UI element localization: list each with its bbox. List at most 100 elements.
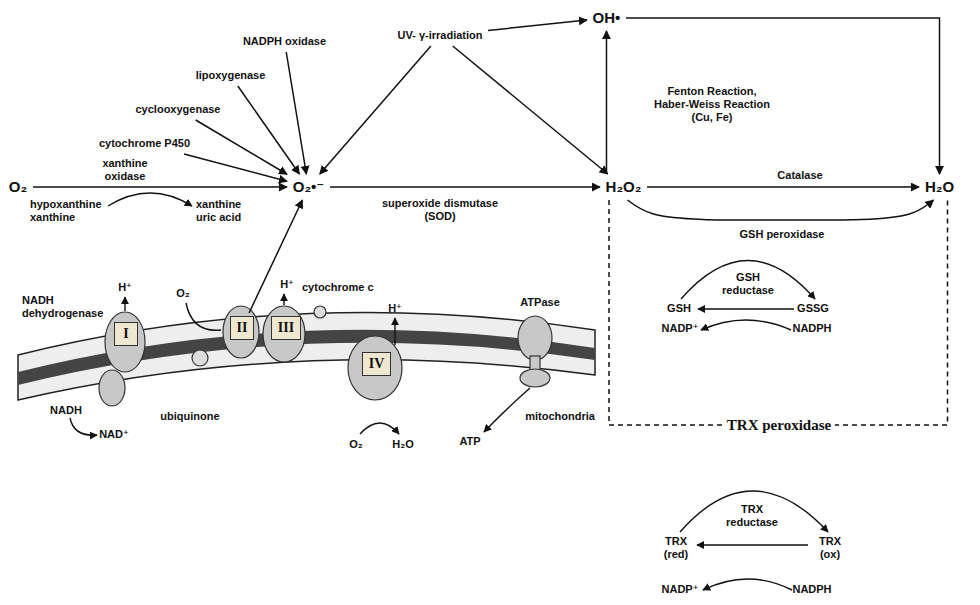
label-holder: TRX (red)	[664, 535, 688, 561]
ros-source: lipoxygenase	[193, 68, 268, 83]
node-text: UV- γ-irradiation	[398, 29, 483, 42]
cycle-arrow	[681, 261, 815, 300]
cycle-arrow	[697, 544, 808, 545]
node-text: cyclooxygenase	[136, 103, 221, 116]
text-label: GSH	[667, 302, 691, 315]
reaction-arrow	[606, 31, 608, 174]
label-holder: hypoxanthine xanthine	[30, 198, 102, 224]
cycle-arrow	[680, 491, 828, 532]
edge-label-holder: TRX peroxidase	[723, 417, 835, 434]
reaction-arrow	[33, 186, 287, 188]
node-text: H₂O₂	[606, 178, 642, 196]
reaction-arrow	[330, 186, 600, 188]
node-text: II	[237, 319, 248, 337]
text-label: NAD⁺	[99, 428, 129, 441]
label-holder: GSH	[667, 302, 691, 315]
text-label: hypoxanthine xanthine	[30, 198, 102, 224]
atpase-base	[520, 369, 550, 387]
complex-blob	[105, 312, 145, 372]
reaction-arrow	[238, 86, 300, 174]
node-text: NADPH oxidase	[243, 35, 326, 48]
edge-label: TRX peroxidase	[723, 417, 835, 434]
label-holder: NADH dehydrogenase	[22, 294, 103, 320]
ros-source: cyclooxygenase	[133, 102, 223, 117]
reaction-arrow	[488, 20, 587, 30]
node-text: lipoxygenase	[196, 69, 266, 82]
label-holder: H₂O	[392, 438, 413, 451]
text-label: NADPH	[792, 583, 831, 596]
reaction-arrow	[108, 193, 192, 206]
text-label: GSSG	[797, 302, 829, 315]
label-holder: GSH reductase	[722, 271, 774, 297]
edge-label-holder: GSH peroxidase	[740, 228, 825, 241]
complex-box: III	[271, 316, 301, 340]
text-label: NADH	[50, 404, 82, 417]
atpase-head	[518, 316, 552, 360]
ros-source: cytochrome P450	[96, 136, 193, 151]
label-holder: NAD⁺	[99, 428, 129, 441]
node-text: O₂	[9, 178, 27, 196]
cycle-arrow	[701, 320, 791, 330]
node-text: IV	[369, 355, 385, 373]
text-label: O₂	[349, 438, 362, 451]
ubiquinone-dot	[192, 350, 208, 366]
ros-source: NADPH oxidase	[240, 34, 329, 49]
label-holder: ubiquinone	[160, 410, 219, 423]
complex-blob	[223, 306, 259, 358]
node-text: cytochrome P450	[99, 137, 190, 150]
label-holder: NADPH	[792, 583, 831, 596]
label-holder: NADH	[50, 404, 82, 417]
text-label: cytochrome c	[302, 281, 374, 294]
node-text: H₂O	[925, 178, 954, 196]
node-text: III	[278, 319, 294, 337]
text-label: H⁺	[280, 278, 294, 291]
ros-source: UV- γ-irradiation	[395, 28, 485, 43]
oxygen-line	[186, 303, 221, 330]
complex-blob	[263, 306, 305, 362]
text-label: TRX reductase	[726, 503, 778, 529]
cycle-arrow	[703, 579, 792, 590]
text-label: GSH reductase	[722, 271, 774, 297]
complex-box: I	[114, 322, 138, 346]
text-label: ATPase	[520, 296, 560, 309]
edge-label-holder: Catalase	[777, 169, 822, 182]
proton-arrow	[124, 297, 125, 311]
edge-label-holder: Fenton Reaction, Haber-Weiss Reaction (C…	[651, 85, 773, 124]
proton-arrow	[283, 294, 284, 305]
reaction-arrow	[286, 52, 306, 174]
text-label: NADP⁺	[662, 583, 699, 596]
cycle-arrow	[698, 308, 794, 309]
edge-label: GSH peroxidase	[740, 228, 825, 241]
label-holder: xanthine uric acid	[196, 198, 256, 224]
reaction-arrow	[453, 46, 608, 174]
text-label: mitochondria	[525, 410, 595, 423]
complex-blob	[99, 370, 125, 406]
label-holder: O₂	[349, 438, 362, 451]
node-text: OH•	[593, 9, 621, 27]
text-label: NADPH	[792, 322, 831, 335]
label-holder: TRX (ox)	[819, 535, 841, 561]
text-label: ATP	[459, 435, 480, 448]
text-label: H⁺	[388, 302, 402, 315]
cytochrome-dot	[314, 306, 326, 318]
edge-label: Fenton Reaction, Haber-Weiss Reaction (C…	[651, 85, 773, 124]
label-holder: TRX reductase	[726, 503, 778, 529]
text-label: NADH dehydrogenase	[22, 294, 103, 320]
label-holder: GSSG	[797, 302, 829, 315]
dashed-connector	[609, 200, 948, 425]
label-holder: NADPH	[792, 322, 831, 335]
complex-box: IV	[362, 352, 391, 376]
edge-label: xanthine oxidase	[102, 157, 147, 183]
edge-label: superoxide dismutase (SOD)	[375, 197, 505, 223]
node-text: I	[123, 325, 128, 343]
chemical-species: H₂O₂	[603, 177, 644, 197]
text-label: xanthine uric acid	[196, 198, 256, 224]
reaction-arrow	[249, 200, 302, 313]
label-holder: H⁺	[388, 302, 402, 315]
complex-box: II	[230, 316, 254, 340]
chemical-species: H₂O	[922, 177, 957, 197]
label-holder: NADP⁺	[662, 322, 699, 335]
label-holder: H⁺	[118, 281, 132, 294]
